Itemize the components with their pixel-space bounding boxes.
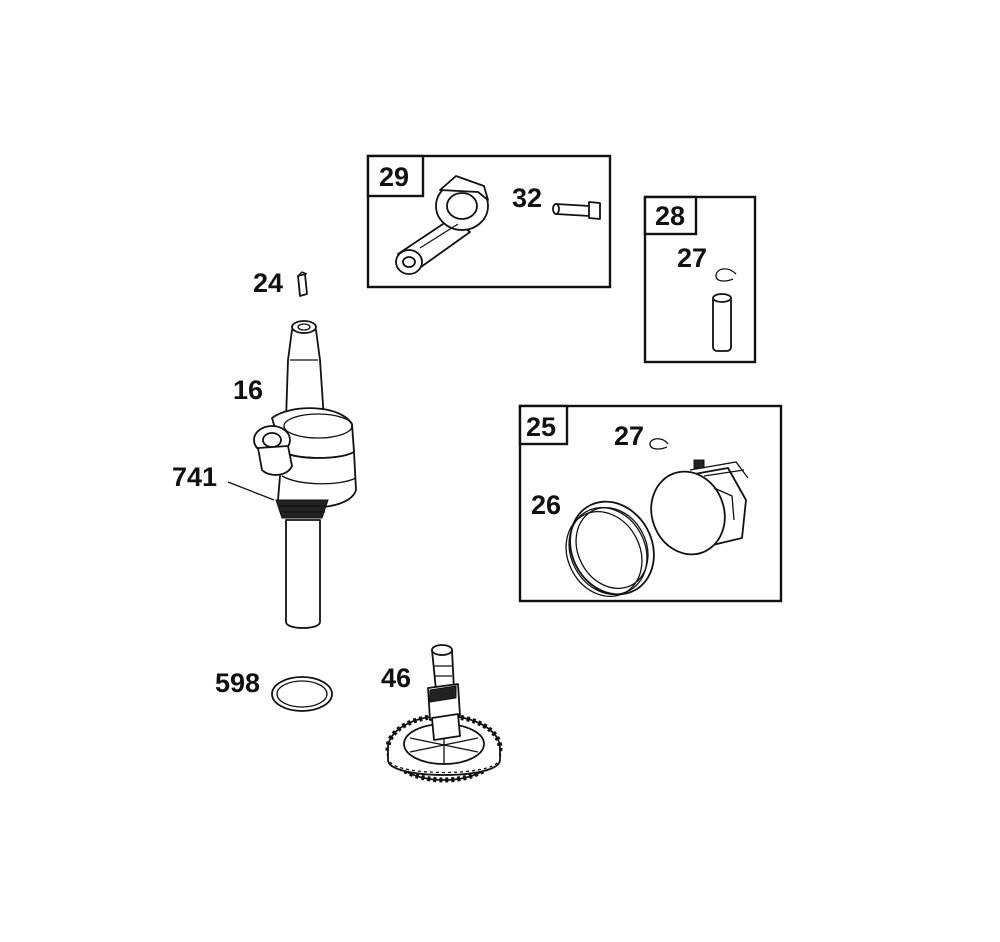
- rod-bolt-part: [552, 201, 601, 220]
- callout-46: 46: [381, 663, 411, 693]
- retaining-clip-part: [715, 268, 737, 282]
- callout-29: 29: [379, 162, 409, 192]
- connecting-rod-part: [395, 175, 489, 275]
- kit-box-29: 29 32: [366, 154, 612, 289]
- callout-741: 741: [172, 462, 217, 492]
- wrist-pin-part: [712, 293, 732, 352]
- callout-32: 32: [512, 183, 542, 213]
- kit-box-28: 28 27: [643, 195, 757, 364]
- piston-part: [650, 459, 749, 556]
- piston-clip-part: [649, 438, 669, 450]
- kit-box-25: 25 27 26: [518, 404, 783, 603]
- callout-16: 16: [233, 375, 263, 405]
- leader-line-741: [227, 481, 275, 501]
- crankshaft-key-part: [297, 271, 308, 297]
- callout-28: 28: [655, 201, 685, 231]
- callout-27-box-25: 27: [614, 421, 644, 451]
- crankshaft-part: [253, 320, 357, 629]
- callout-26: 26: [531, 490, 561, 520]
- callout-27-box-28: 27: [677, 243, 707, 273]
- piston-ring-set-part: [565, 500, 655, 598]
- callout-25: 25: [526, 412, 556, 442]
- callout-598: 598: [215, 668, 260, 698]
- callout-24: 24: [253, 268, 283, 298]
- camshaft-part: [385, 644, 503, 783]
- seal-ring-part: [271, 676, 333, 712]
